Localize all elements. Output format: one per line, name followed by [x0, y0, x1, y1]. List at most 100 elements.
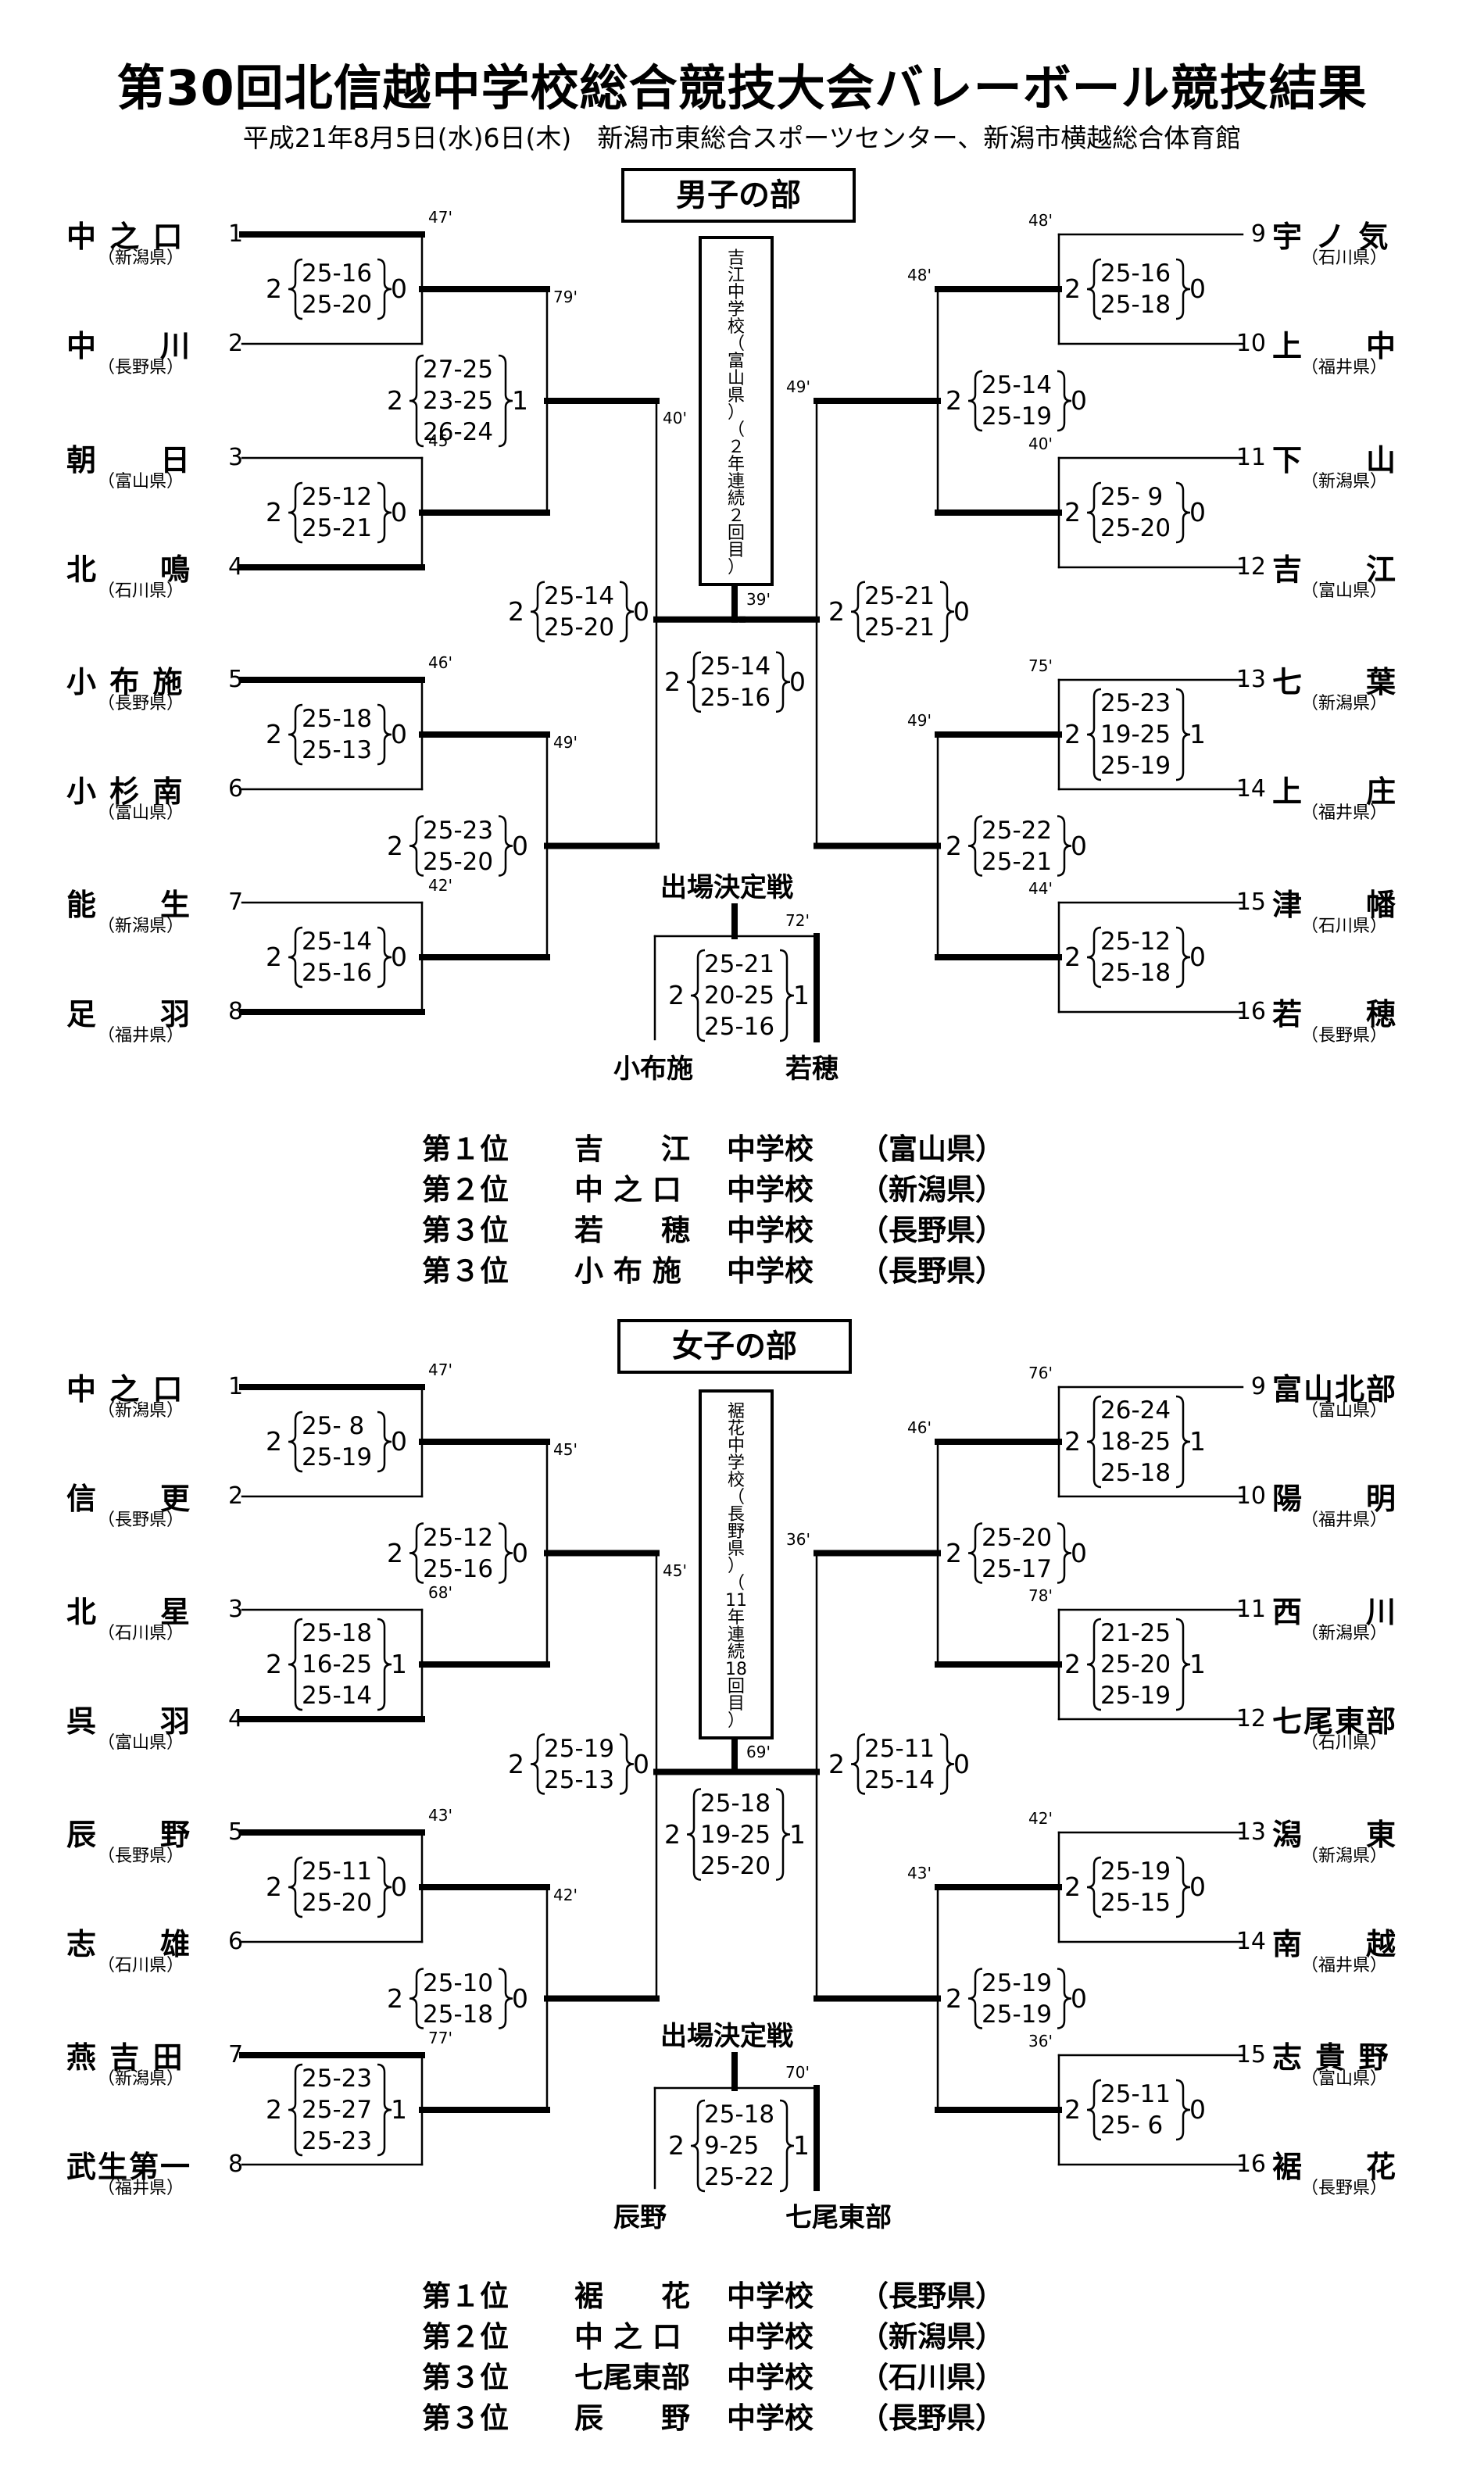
champion-box-char: 連 [727, 472, 745, 492]
team-name-left: 朝 日 [66, 443, 192, 477]
match-score-brace-right [1057, 815, 1072, 877]
match-score-set-score: 25-16 [704, 1013, 775, 1041]
match-score-brace-left [288, 1410, 303, 1473]
seed-number: 15 [1235, 2041, 1266, 2068]
match-score-brace-right [939, 581, 955, 642]
match-score-brace-right [377, 703, 392, 766]
ranking-type: 中学校 [727, 1173, 814, 1207]
match-score-sets-lost: 1 [391, 1649, 407, 1679]
match-score-set-score: 25-21 [704, 950, 775, 978]
ranking-school: 七尾東部 [574, 2361, 690, 2394]
match-score-brace-right [1175, 1395, 1191, 1489]
team-prefecture: （長野県） [98, 694, 184, 713]
seed-number: 4 [228, 553, 244, 581]
match-score-set-score: 25-13 [302, 736, 373, 764]
match-score-sets-lost: 1 [1189, 1649, 1206, 1679]
match-score-sets-won: 2 [1064, 719, 1081, 749]
team-prefecture: （福井県） [1301, 1511, 1388, 1530]
match-score-brace-right [775, 651, 791, 713]
match-time: 44' [1028, 879, 1053, 898]
match-score-set-score: 25-18 [302, 705, 373, 733]
match-score-brace-left [288, 258, 303, 320]
match-score-set-score: 25-19 [982, 2000, 1053, 2029]
match-score-sets-won: 2 [508, 1748, 524, 1779]
seed-number: 4 [228, 1705, 244, 1732]
match-time: 48' [907, 266, 932, 284]
match-score-sets-lost: 0 [512, 1537, 528, 1568]
team-prefecture: （福井県） [98, 2179, 184, 2198]
match-score-sets-won: 2 [946, 1537, 962, 1568]
match-time: 45' [553, 1440, 578, 1459]
match-score-sets-won: 2 [266, 274, 282, 304]
team-name-left: 志 雄 [66, 1927, 192, 1961]
ranking-school: 辰 野 [574, 2401, 690, 2435]
match-score-sets-won: 2 [266, 2094, 282, 2125]
champion-box-char: 県 [727, 1539, 745, 1559]
match-score-set-score: 16-25 [302, 1650, 373, 1679]
match-score-sets-lost: 0 [1071, 1983, 1087, 2014]
team-name-left: 中 川 [66, 329, 192, 363]
champion-box-char: 目 [727, 541, 745, 560]
ranking-prefecture: （新潟県） [860, 1173, 1004, 1207]
ranking-school: 中 之 口 [574, 2320, 681, 2354]
team-prefecture: （新潟県） [1301, 1847, 1388, 1866]
match-score-sets-lost: 0 [1189, 274, 1206, 304]
match-time: 40' [663, 409, 687, 427]
ranking-prefecture: （富山県） [860, 1132, 1004, 1166]
ranking-place: 第１位 [422, 2279, 509, 2313]
match-score-set-score: 25-18 [302, 1619, 373, 1647]
team-prefecture: （新潟県） [1301, 694, 1388, 713]
match-score-sets-lost: 0 [391, 497, 407, 527]
match-score-brace-right [1175, 481, 1191, 544]
match-score-sets-lost: 0 [953, 1748, 970, 1779]
seed-number: 13 [1235, 666, 1266, 693]
ranking-school: 裾 花 [574, 2279, 690, 2313]
seed-number: 10 [1235, 330, 1266, 357]
ranking-type: 中学校 [727, 2401, 814, 2435]
seed-number: 9 [1250, 220, 1266, 248]
match-score-sets-won: 2 [387, 830, 403, 861]
match-score-brace-left [1086, 481, 1102, 544]
ranking-type: 中学校 [727, 2361, 814, 2394]
champion-box-char: 連 [727, 1625, 745, 1645]
match-time: 78' [1028, 1586, 1053, 1605]
team-name-right: 宇 ノ 気 [1272, 220, 1390, 254]
champion-box-char: 山 [727, 369, 745, 388]
team-prefecture: （石川県） [98, 581, 184, 601]
team-prefecture: （長野県） [1301, 1026, 1388, 1046]
seed-number: 12 [1235, 553, 1266, 581]
team-name-left: 中 之 口 [66, 220, 184, 254]
match-score-brace-left [967, 815, 983, 877]
match-score-set-score: 25-16 [1100, 259, 1171, 288]
match-score-set-score: 25-20 [423, 847, 494, 876]
match-score-set-score: 21-25 [1100, 1619, 1171, 1647]
ranking-type: 中学校 [727, 1132, 814, 1166]
match-score-sets-won: 2 [1064, 2094, 1081, 2125]
ranking-place: 第３位 [422, 1254, 509, 1288]
seed-number: 8 [228, 2151, 244, 2178]
match-score-brace-right [498, 1968, 513, 2029]
team-prefecture: （長野県） [98, 1847, 184, 1866]
champion-box-char: 回 [727, 524, 745, 543]
match-score-set-score: 25-20 [1100, 514, 1171, 542]
match-time: 69' [746, 1742, 771, 1761]
match-score-sets-won: 2 [946, 830, 962, 861]
team-prefecture: （福井県） [1301, 803, 1388, 823]
match-time: 68' [428, 1583, 452, 1602]
match-score-brace-right [1057, 370, 1072, 432]
team-name-right: 裾 花 [1272, 2150, 1398, 2184]
seed-number: 16 [1235, 2151, 1266, 2178]
champion-box-char: ２ [727, 506, 745, 526]
match-score-brace-right [1175, 1856, 1191, 1918]
champion-box-char: 花 [727, 1419, 745, 1439]
match-score-set-score: 25-11 [1100, 2080, 1171, 2108]
match-score-set-score: 25-12 [302, 483, 373, 511]
playoff-title: 出場決定戦 [660, 2021, 793, 2052]
match-score-sets-won: 2 [668, 2130, 685, 2161]
match-score-brace-left [288, 2063, 303, 2157]
match-score-set-score: 25-19 [302, 1443, 373, 1471]
match-score-brace-right [1175, 2079, 1191, 2141]
match-score-brace-right [1175, 926, 1191, 989]
